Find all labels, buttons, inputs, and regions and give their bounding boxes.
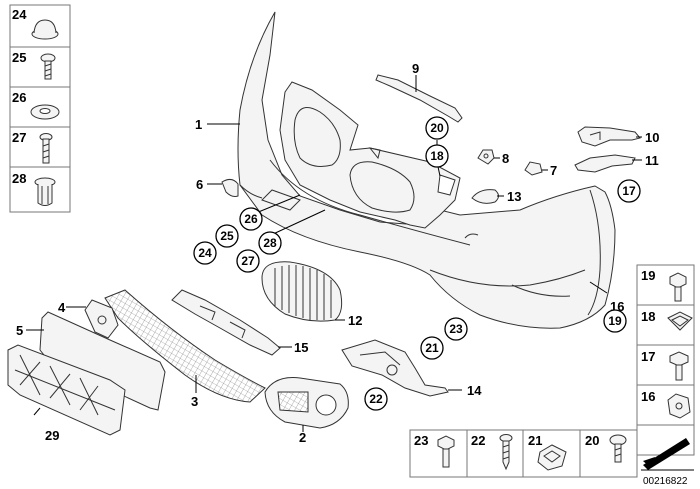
part-15-bracket xyxy=(171,289,281,356)
circled-callout-20: 20 xyxy=(425,116,449,140)
button-head-screw-part-icon xyxy=(609,434,627,463)
svg-text:28: 28 xyxy=(263,236,277,250)
callout-1: 1 xyxy=(195,117,202,132)
part-3-lower-grille xyxy=(104,289,266,403)
part-9-strip xyxy=(375,74,463,123)
part-callouts: 1 2 3 4 5 6 7 8 9 10 11 12 13 14 15 16 2… xyxy=(16,61,659,445)
bumper-trim-panel xyxy=(237,11,616,329)
panel-label-28: 28 xyxy=(12,171,26,186)
panel-label-17: 17 xyxy=(641,349,655,364)
callout-13: 13 xyxy=(507,189,521,204)
panel-label-21: 21 xyxy=(528,433,542,448)
part-4-bracket xyxy=(84,299,119,339)
circled-callout-22: 22 xyxy=(364,387,388,411)
callout-7: 7 xyxy=(550,163,557,178)
callout-3: 3 xyxy=(191,394,198,409)
callout-15: 15 xyxy=(294,340,308,355)
part-2-fog-light-cover xyxy=(264,377,349,429)
panel-label-25: 25 xyxy=(12,50,26,65)
part-7-clip xyxy=(524,161,543,176)
callout-14: 14 xyxy=(467,383,482,398)
panel-label-18: 18 xyxy=(641,309,655,324)
svg-text:25: 25 xyxy=(220,229,234,243)
panel-label-26: 26 xyxy=(12,90,26,105)
callout-12: 12 xyxy=(348,313,362,328)
part-14-air-duct-bracket xyxy=(341,339,449,397)
part-29-license-plate-holder xyxy=(7,344,126,436)
screw-part-icon xyxy=(40,53,56,80)
washer-part-icon xyxy=(30,104,60,120)
panel-label-24: 24 xyxy=(12,7,27,22)
callout-5: 5 xyxy=(16,323,23,338)
callout-8: 8 xyxy=(502,151,509,166)
bottom-parts-panel: 23 22 21 20 xyxy=(409,429,638,478)
panel-label-16: 16 xyxy=(641,389,655,404)
spring-nut-part-icon xyxy=(667,393,691,419)
hex-screw-part-icon xyxy=(669,272,687,302)
panel-label-23: 23 xyxy=(414,433,428,448)
left-parts-panel: 24 25 26 27 28 xyxy=(9,4,71,213)
part-6-cover xyxy=(221,178,239,197)
bumper-support-frame xyxy=(279,81,461,229)
callout-2: 2 xyxy=(299,430,306,445)
flange-screw-part-icon xyxy=(669,351,689,381)
circled-callout-19: 19 xyxy=(603,309,627,333)
svg-text:22: 22 xyxy=(369,392,383,406)
circled-callout-18: 18 xyxy=(425,144,449,168)
clip-nut-part-icon xyxy=(667,311,693,331)
part-8-clip xyxy=(477,149,495,165)
circled-callout-24: 24 xyxy=(193,241,217,265)
circled-callout-27: 27 xyxy=(236,249,260,273)
diagram-reference-number: 00216822 xyxy=(643,476,688,487)
circled-callout-26: 26 xyxy=(239,207,263,231)
callout-4: 4 xyxy=(58,300,66,315)
panel-label-27: 27 xyxy=(12,130,26,145)
callout-10: 10 xyxy=(645,130,659,145)
callout-29: 29 xyxy=(45,428,59,443)
flange-bolt-part-icon xyxy=(437,435,455,468)
svg-text:27: 27 xyxy=(241,254,255,268)
circled-callout-23: 23 xyxy=(444,317,468,341)
panel-label-20: 20 xyxy=(585,433,599,448)
svg-text:24: 24 xyxy=(198,246,212,260)
callout-11: 11 xyxy=(645,153,659,168)
circled-callouts: 17 18 20 19 23 21 22 26 xyxy=(193,116,641,411)
svg-text:26: 26 xyxy=(244,212,258,226)
grommet-part-icon xyxy=(31,19,59,40)
wood-screw-part-icon xyxy=(499,434,513,471)
svg-text:21: 21 xyxy=(425,341,439,355)
callout-9: 9 xyxy=(412,61,419,76)
circled-callout-25: 25 xyxy=(215,224,239,248)
bolt-part-icon xyxy=(39,133,53,164)
svg-text:20: 20 xyxy=(430,121,444,135)
part-10-bracket xyxy=(577,126,641,147)
part-11-bracket xyxy=(574,154,636,173)
svg-text:18: 18 xyxy=(430,149,444,163)
part-12-kidney-grille xyxy=(261,261,343,322)
circled-callout-17: 17 xyxy=(617,179,641,203)
panel-label-22: 22 xyxy=(471,433,485,448)
u-clip-part-icon xyxy=(537,444,567,471)
part-13-cover xyxy=(471,189,499,204)
circled-callout-21: 21 xyxy=(420,336,444,360)
circled-callout-28: 28 xyxy=(258,231,282,255)
direction-arrow-logo xyxy=(641,438,694,471)
svg-text:23: 23 xyxy=(449,322,463,336)
svg-text:19: 19 xyxy=(608,314,622,328)
svg-text:17: 17 xyxy=(622,184,636,198)
panel-label-19: 19 xyxy=(641,268,655,283)
right-parts-panel: 19 18 17 16 00216822 xyxy=(636,264,695,487)
callout-6: 6 xyxy=(196,177,203,192)
expanding-nut-part-icon xyxy=(34,177,56,206)
